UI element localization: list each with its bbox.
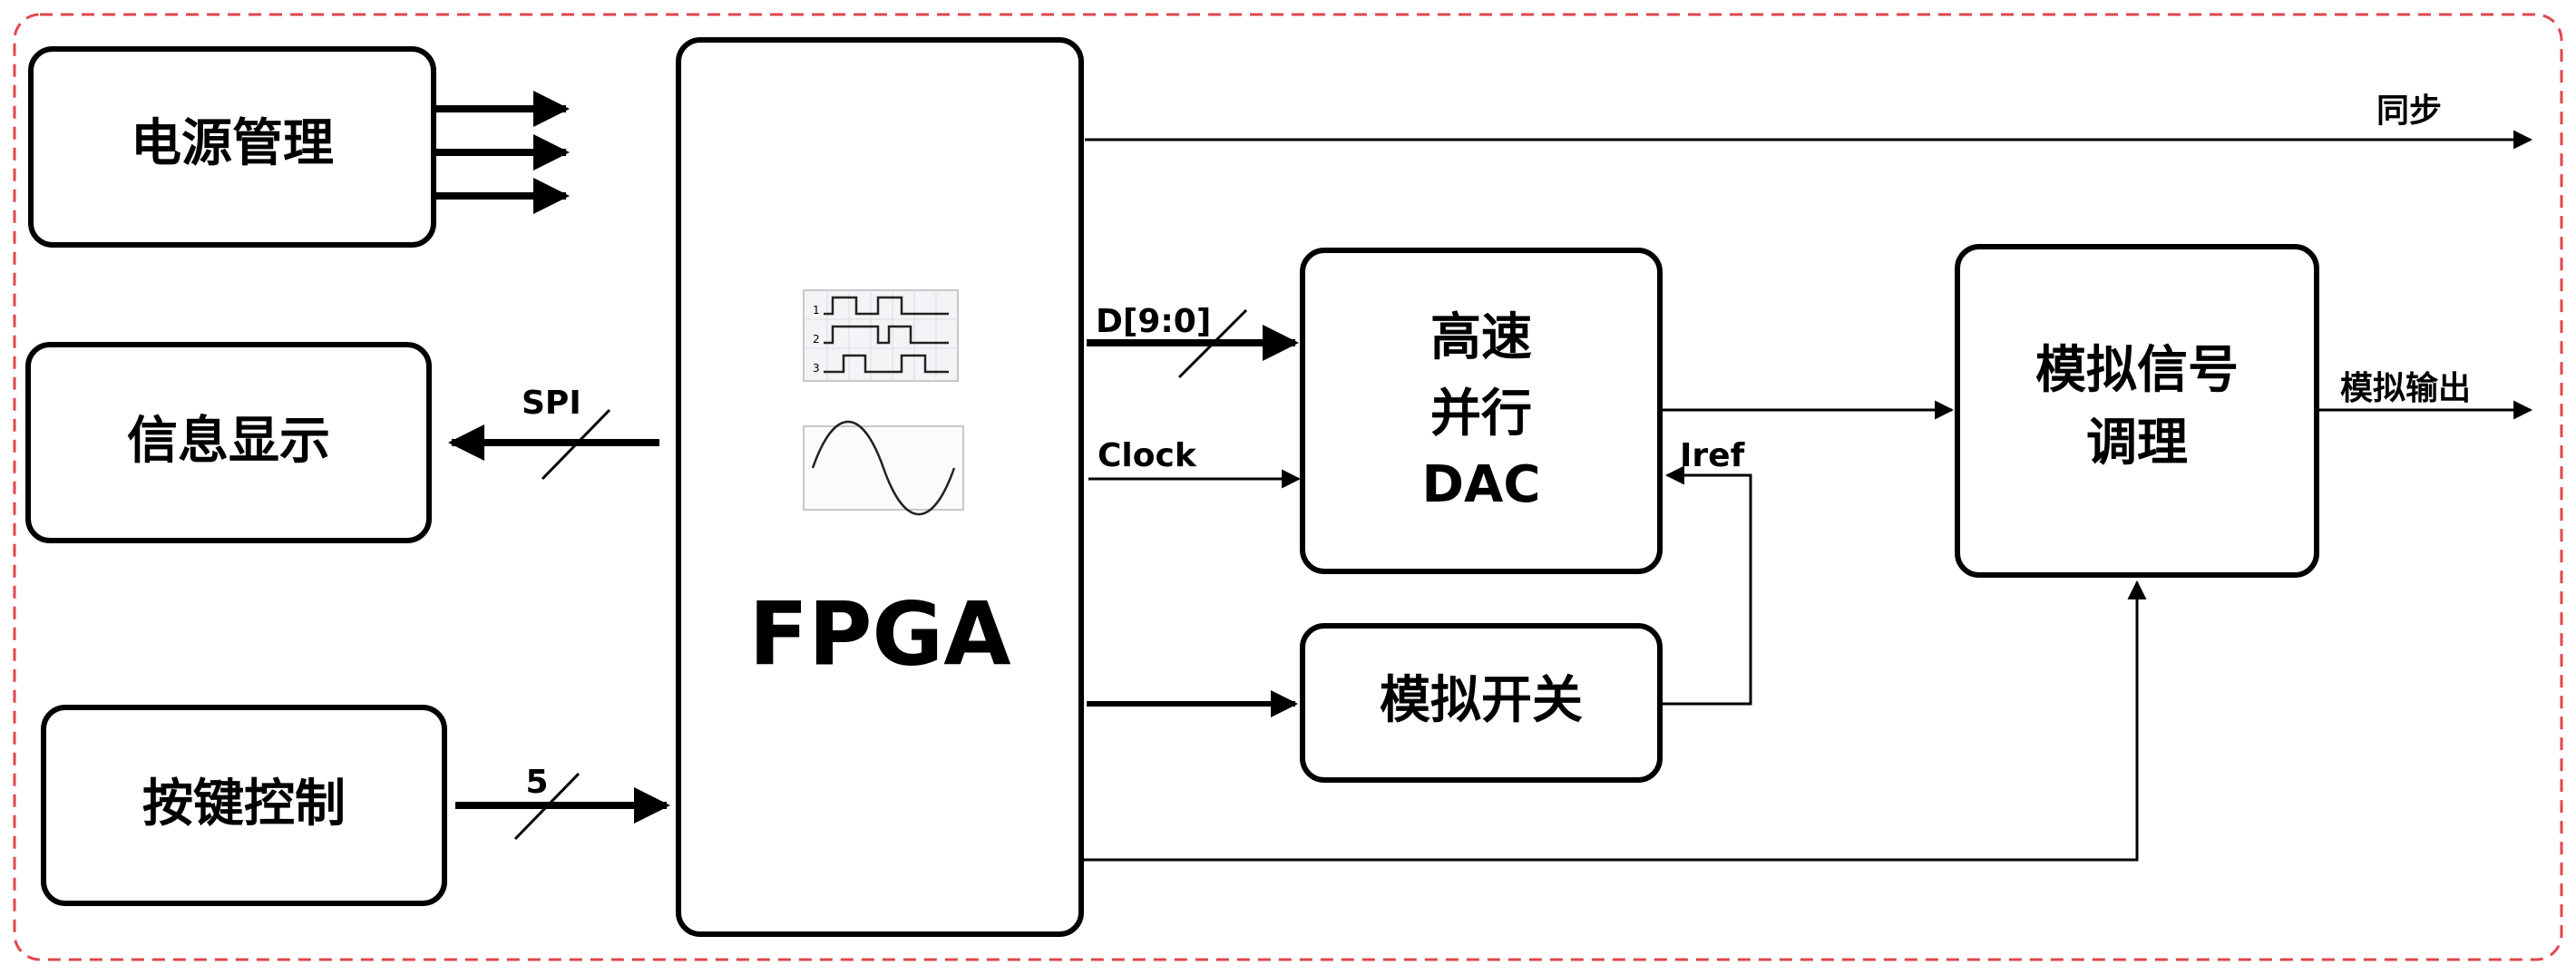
- power-management-label: 电源管理: [131, 114, 334, 173]
- waveform-channel-3: 3: [813, 362, 820, 375]
- key-control-block: 按键控制: [41, 705, 447, 906]
- dac-block: 高速 并行 DAC: [1300, 248, 1663, 574]
- sync-label: 同步: [2376, 93, 2442, 130]
- fpga-label: FPGA: [748, 583, 1010, 685]
- power-output-arrows: [434, 91, 570, 214]
- spi-bus-arrow: SPI: [448, 385, 659, 481]
- power-management-block: 电源管理: [28, 46, 436, 248]
- digital-waveform-icon: 1 2 3: [803, 289, 959, 382]
- sine-wave-icon: [803, 420, 964, 516]
- analog-switch-label: 模拟开关: [1380, 671, 1583, 730]
- iref-arrow: Iref: [1660, 437, 1752, 706]
- analog-conditioning-block: 模拟信号 调理: [1955, 244, 2319, 578]
- dac-label-line-3: DAC: [1422, 455, 1541, 514]
- info-display-label: 信息显示: [127, 412, 330, 471]
- dac-label-line-2: 并行: [1430, 385, 1532, 444]
- analog-output-label: 模拟输出: [2340, 370, 2471, 407]
- sync-output-arrow: 同步: [1085, 93, 2533, 150]
- outer-frame: [13, 13, 2563, 961]
- dac-label-line-1: 高速: [1430, 308, 1532, 367]
- iref-label: Iref: [1680, 437, 1745, 474]
- key-bus-arrow: 5: [455, 764, 670, 841]
- info-display-block: 信息显示: [25, 342, 432, 543]
- data-bus-label: D[9:0]: [1096, 303, 1211, 340]
- waveform-channel-1: 1: [813, 304, 820, 317]
- clock-label: Clock: [1098, 437, 1197, 474]
- analog-conditioning-label-line-1: 模拟信号: [2035, 341, 2239, 400]
- analog-switch-block: 模拟开关: [1300, 623, 1663, 783]
- key-control-label: 按键控制: [142, 775, 346, 834]
- clock-arrow: Clock: [1088, 437, 1302, 489]
- analog-conditioning-label-line-2: 调理: [2086, 414, 2188, 473]
- fpga-to-conditioning-control-arrow: [1083, 580, 2147, 862]
- waveform-channel-2: 2: [813, 333, 820, 346]
- analog-output-arrow: 模拟输出: [2317, 370, 2533, 420]
- data-bus-arrow: D[9:0]: [1087, 303, 1299, 379]
- bus-width-label: 5: [525, 764, 548, 801]
- spi-label: SPI: [522, 385, 581, 422]
